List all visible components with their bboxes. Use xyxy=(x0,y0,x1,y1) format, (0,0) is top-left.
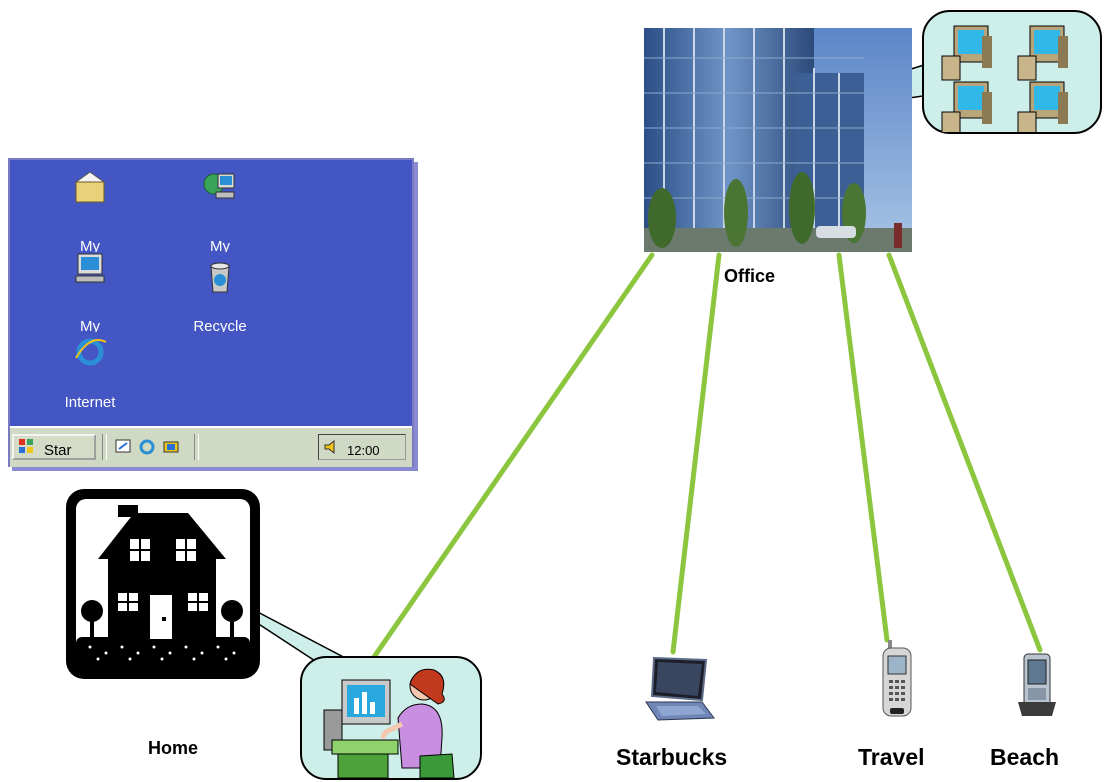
network-icon xyxy=(203,173,235,199)
office-callout xyxy=(922,10,1102,137)
line-office-home xyxy=(371,252,655,660)
beach-label: Beach xyxy=(990,744,1060,770)
quick-launch-outlook-icon[interactable] xyxy=(162,438,180,456)
start-label: Star xyxy=(44,442,72,459)
desktop-icon-label: Internet xyxy=(64,394,116,408)
desktop-icon-my-computer[interactable]: My xyxy=(40,252,140,332)
person-at-computer-icon xyxy=(323,668,455,778)
laptop-icon xyxy=(640,656,716,728)
starbucks-label: Starbucks xyxy=(616,744,728,770)
desktop-window: My My My Recycle Interne xyxy=(8,158,414,467)
volume-icon[interactable] xyxy=(323,438,341,456)
folder-icon xyxy=(74,171,106,203)
taskbar: Star 12:00 xyxy=(10,426,412,467)
taskbar-divider xyxy=(102,434,107,460)
desktop-icon-internet[interactable]: Internet xyxy=(40,334,140,410)
office-label: Office xyxy=(724,266,776,286)
mobile-phone-icon xyxy=(880,640,914,718)
windows-logo-icon xyxy=(19,439,33,453)
system-tray: 12:00 xyxy=(318,434,406,460)
office-building-image xyxy=(644,28,912,252)
taskbar-divider xyxy=(194,434,199,460)
house-icon xyxy=(66,489,260,679)
desktop-icon-label: My xyxy=(210,238,230,252)
desktop-icon-label: Recycle xyxy=(193,318,247,332)
pda-icon xyxy=(1016,652,1058,718)
computer-icon xyxy=(75,253,105,283)
recycle-bin-icon xyxy=(210,262,230,293)
travel-label: Travel xyxy=(858,744,925,770)
desktop-area: My My My Recycle Interne xyxy=(10,160,412,426)
home-label: Home xyxy=(148,738,199,758)
internet-explorer-icon xyxy=(75,338,107,366)
line-office-travel xyxy=(836,252,890,643)
desktop-icon-label: My xyxy=(80,318,100,332)
line-office-starbucks xyxy=(670,252,722,655)
clock: 12:00 xyxy=(347,443,380,458)
desktop-icon-recycle-bin[interactable]: Recycle xyxy=(170,260,270,332)
quick-launch-ie-icon[interactable] xyxy=(138,438,156,456)
desktop-icon-label: My xyxy=(80,238,100,252)
line-office-beach xyxy=(886,252,1043,653)
start-button[interactable]: Star xyxy=(12,434,96,460)
quick-launch-desktop-icon[interactable] xyxy=(114,438,132,456)
desktop-icon-my-documents[interactable]: My xyxy=(40,170,140,252)
computer-icon xyxy=(941,25,1068,137)
desktop-icon-my-network[interactable]: My xyxy=(170,170,270,252)
home-callout xyxy=(300,656,482,780)
